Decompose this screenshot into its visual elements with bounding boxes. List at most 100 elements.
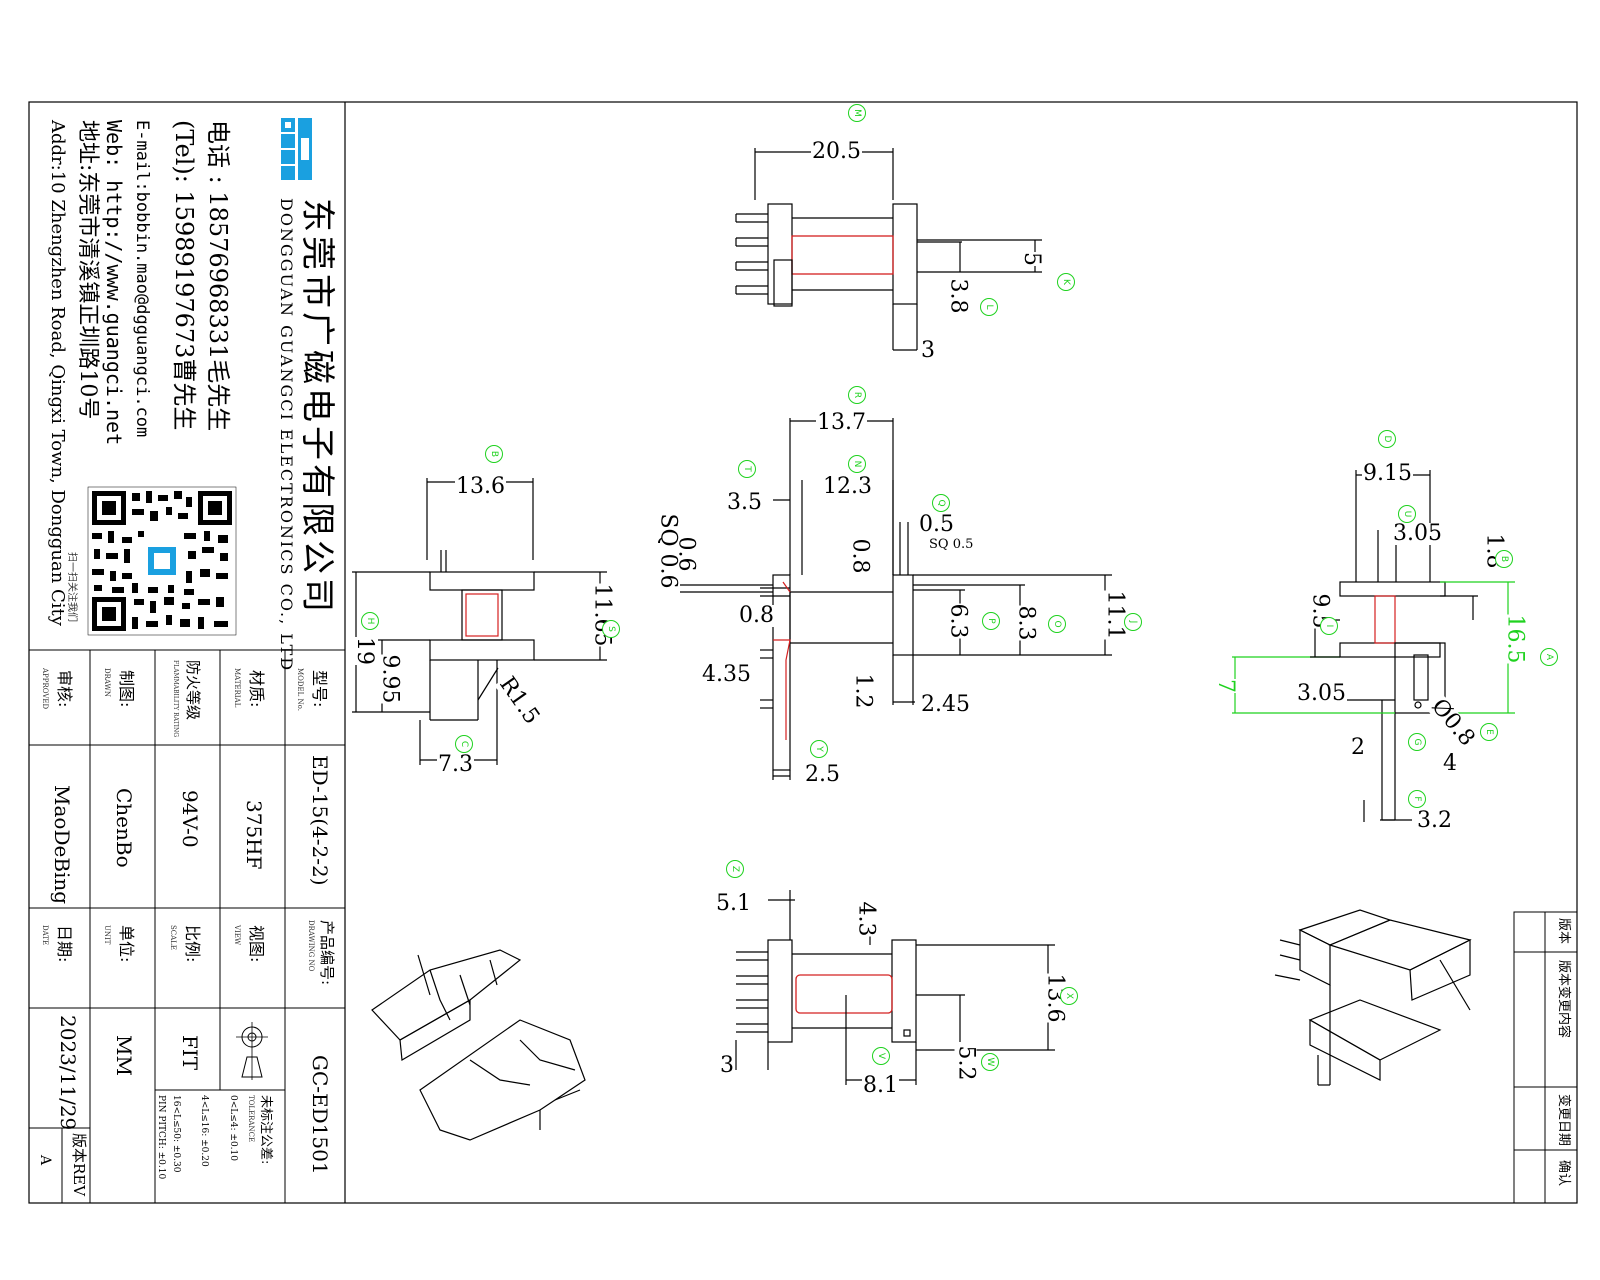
company-name-cn: 东莞市广磁电子有限公司 — [297, 198, 337, 616]
balloon: J — [1124, 613, 1142, 631]
dim-label: 0.5 — [918, 512, 955, 537]
drawn-value: ChenBo — [112, 788, 136, 868]
dim-label: 13.7 — [816, 410, 867, 435]
dim-label: 4.35 — [701, 662, 752, 687]
scale-label: 比例: — [183, 925, 202, 963]
dim-label: 0.8 — [738, 603, 775, 628]
unit-value: MM — [112, 1035, 136, 1076]
dim-label: SQ 0.5 — [928, 537, 975, 552]
address-cn: 地址:东莞市清溪镇正圳路10号 — [75, 120, 100, 420]
tolerance-4: PIN PITCH: ±0.10 — [156, 1095, 166, 1180]
bottom-view — [735, 890, 1055, 1085]
revision-table-grid — [1513, 911, 1578, 1204]
flame-label: 防火等级 — [184, 660, 202, 721]
tolerance-3: 16<L≤50: ±0.30 — [171, 1095, 181, 1173]
dim-label: 3 — [719, 1053, 735, 1078]
balloon: B — [485, 445, 503, 463]
balloon: K — [1057, 273, 1075, 291]
company-logo — [281, 118, 312, 180]
rev-col-date: 变更日期 — [1556, 1094, 1571, 1147]
tolerance-2: 4<L≤16: ±0.20 — [199, 1095, 209, 1167]
flame-value: 94V-0 — [178, 790, 202, 848]
balloon: U — [1398, 505, 1416, 523]
date-sub: DATE — [41, 925, 49, 946]
balloon: G — [1408, 733, 1426, 751]
qr-caption: 扫一扫关注我们 — [66, 552, 77, 622]
dim-label: 1.2 — [850, 673, 876, 709]
dim-label: 3.2 — [1416, 808, 1453, 833]
qr-code — [87, 486, 237, 636]
top-view — [735, 148, 1042, 351]
dim-label: 3 — [920, 338, 936, 363]
flame-sub: FLAMMABILITY RATING — [172, 660, 179, 738]
balloon: D — [1378, 430, 1396, 448]
model-label: 型号: — [310, 670, 329, 708]
dim-label: 19 — [352, 637, 377, 665]
checked-sub: APPROVED — [41, 668, 49, 710]
material-value: 375HF — [242, 800, 266, 870]
rev-col-confirm: 确认 — [1556, 1160, 1571, 1187]
balloon: Y — [810, 740, 828, 758]
phone-line-2: (Tel): 15989197673曹先生 — [170, 120, 198, 431]
balloon: W — [981, 1053, 999, 1071]
scale-sub: SCALE — [169, 925, 177, 950]
balloon: C — [455, 735, 473, 753]
rev-col-version: 版本 — [1556, 918, 1571, 945]
dim-label: 2.5 — [804, 762, 841, 787]
tolerance-1: 0<L≤4: ±0.10 — [228, 1095, 238, 1161]
sheet-border — [28, 101, 1578, 1204]
balloon: I — [1320, 617, 1338, 635]
dim-label: 4 — [1442, 751, 1458, 776]
unit-label: 单位: — [117, 925, 136, 963]
balloon: B — [1495, 550, 1513, 568]
right-side-view — [1232, 470, 1515, 822]
balloon: Z — [726, 860, 744, 878]
balloon: Q — [932, 494, 950, 512]
balloon: F — [1408, 790, 1426, 808]
tolerance-sub: TOLERANCE — [247, 1095, 255, 1143]
dim-label: 7 — [1213, 679, 1238, 693]
balloon: V — [872, 1047, 890, 1065]
balloon: A — [1540, 648, 1558, 666]
part-label: 产品编号: — [318, 920, 336, 986]
web-text: Web: http://www.guangci.net — [102, 120, 126, 446]
dim-label: 20.5 — [811, 139, 862, 164]
dim-label: 2 — [1350, 735, 1366, 760]
dim-label: 2.45 — [920, 692, 971, 717]
dim-label: 12.3 — [822, 474, 873, 499]
dim-label: 3.05 — [1296, 681, 1347, 706]
dim-label: 3.8 — [945, 278, 971, 314]
isometric-view-right — [1274, 909, 1472, 1086]
balloon: N — [848, 455, 866, 473]
dim-label: SQ 0.6 — [655, 513, 681, 589]
tolerance-title: 未标注公差: — [258, 1095, 273, 1165]
dim-label: 13.6 — [455, 474, 506, 499]
drawn-label: 制图: — [117, 670, 136, 708]
view-sub: VIEW — [233, 925, 241, 946]
balloon: S — [602, 620, 620, 638]
balloon: H — [361, 612, 379, 630]
company-name-en: DONGGUAN GUANGCI ELECTRONICS CO., LTD — [277, 198, 296, 673]
dim-label: 9.15 — [1362, 461, 1413, 486]
material-sub: MATERIAL — [233, 668, 241, 708]
dim-label: 5.1 — [715, 891, 752, 916]
part-sub: DRAWING NO — [307, 920, 315, 972]
date-value: 2023/11/29 — [56, 1015, 80, 1131]
model-sub: MODEL No. — [296, 668, 304, 711]
view-label: 视图: — [247, 925, 266, 963]
left-side-view — [352, 478, 607, 765]
title-block-grid — [29, 649, 345, 1203]
part-value: GC-ED1501 — [308, 1055, 332, 1175]
balloon: T — [738, 460, 756, 478]
dim-label: 8.1 — [862, 1073, 899, 1098]
dim-label: 16.5 — [1502, 614, 1528, 664]
drawn-sub: DRAWN — [103, 668, 111, 697]
dim-label: 7.3 — [437, 752, 474, 777]
dim-label: 5 — [1019, 252, 1044, 266]
dim-label: 3.05 — [1392, 521, 1443, 546]
checked-label: 审核: — [55, 670, 74, 708]
dim-label: 3.5 — [726, 490, 763, 515]
model-value: ED-15(4-2-2) — [308, 755, 332, 886]
dim-label: 9.95 — [377, 654, 403, 704]
